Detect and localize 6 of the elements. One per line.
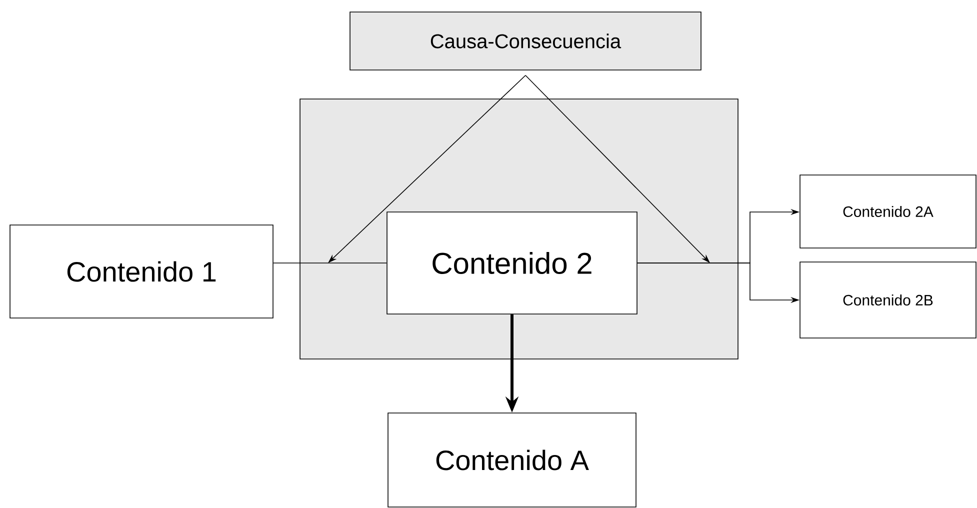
content-box: Contenido 2B <box>800 262 976 338</box>
label-box: Causa-Consecuencia <box>350 12 702 70</box>
content-box: Contenido A <box>388 412 636 508</box>
content-box: Contenido 2 <box>386 212 638 314</box>
content-box: Contenido 2A <box>800 174 976 248</box>
content-box: Contenido 1 <box>10 224 274 318</box>
